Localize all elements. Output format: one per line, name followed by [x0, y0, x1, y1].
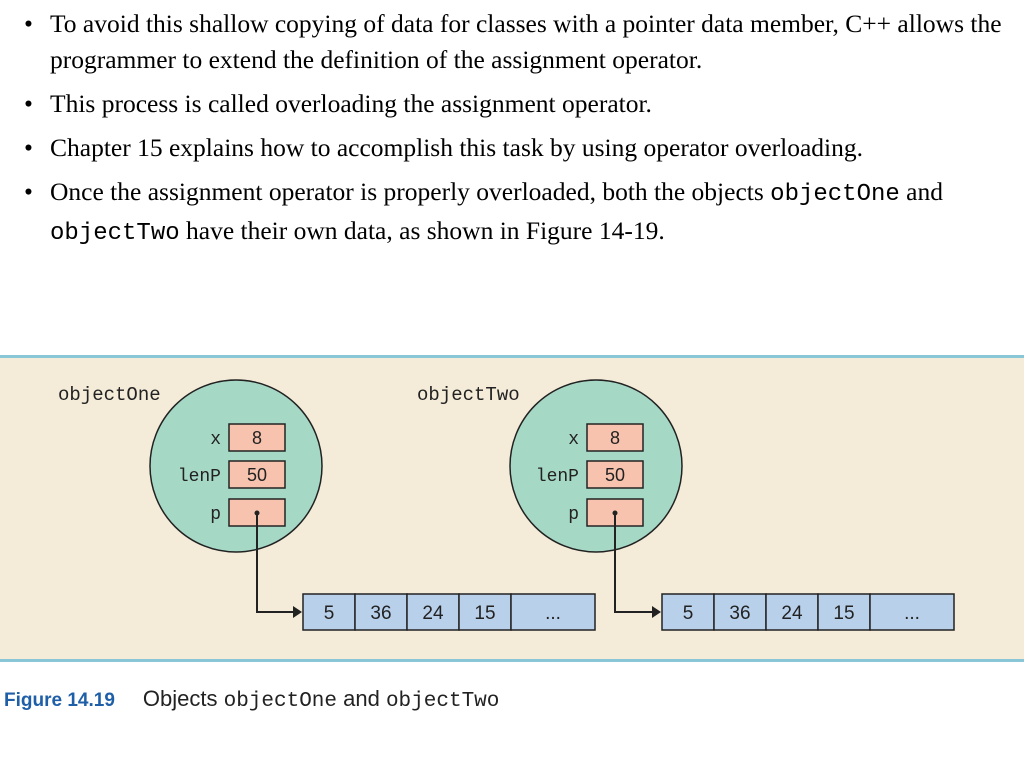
array-value: 24	[422, 603, 444, 624]
array-cell	[458, 593, 512, 631]
array-value: 5	[324, 603, 335, 624]
field-value: 50	[247, 465, 267, 485]
bullet-dot: •	[24, 9, 33, 38]
caption-text-mid: and	[337, 686, 386, 711]
bullet-text: To avoid this shallow copying of data fo…	[50, 9, 1002, 74]
array-value: 24	[781, 603, 803, 624]
arrow-head	[293, 606, 302, 618]
field-label: p	[210, 505, 221, 525]
figure-panel: objectOne x 8 lenP 50 p 5 36 24 15... objectTwo x 8 l…	[0, 355, 1024, 662]
bullet-text: Chapter 15 explains how to accomplish th…	[50, 133, 864, 162]
object-diagram: objectOne x 8 lenP 50 p 5 36 24 15... objectTwo x 8 l…	[58, 379, 955, 631]
pointer-arrow	[256, 513, 295, 613]
caption-code-two: objectTwo	[385, 690, 500, 713]
array-value: 36	[729, 603, 750, 624]
caption-text: Objects objectOne and objectTwo	[142, 686, 500, 713]
array-cell	[406, 593, 460, 631]
array-cell	[302, 593, 356, 631]
bullet-dot: •	[24, 89, 33, 118]
bullet-text: have their own data, as shown in Figure …	[179, 216, 665, 245]
bullet-text: Once the assignment operator is properly…	[50, 177, 771, 206]
bullet-item: • Chapter 15 explains how to accomplish t…	[22, 130, 1017, 166]
pointer-arrow	[614, 513, 654, 613]
field-label: p	[568, 505, 579, 525]
bullet-list: • To avoid this shallow copying of data f…	[22, 6, 1017, 260]
array-cell	[713, 593, 767, 631]
array-value: 36	[370, 603, 391, 624]
field-label: x	[210, 430, 221, 450]
bullet-item: • Once the assignment operator is properl…	[22, 174, 1017, 252]
code-object-one: objectOne	[770, 181, 900, 208]
field-value: 50	[605, 465, 625, 485]
array-cell	[661, 593, 715, 631]
field-label: lenP	[178, 467, 221, 487]
figure-caption: Figure 14.19 Objects objectOne and object…	[4, 686, 499, 716]
field-box	[586, 423, 644, 452]
array-cell	[510, 593, 596, 631]
array-cell	[354, 593, 408, 631]
field-box	[228, 423, 286, 452]
array-value: ...	[904, 603, 920, 624]
field-value: 8	[252, 428, 262, 448]
caption-text-before: Objects	[142, 686, 224, 711]
array-cell	[869, 593, 955, 631]
code-object-two: objectTwo	[50, 220, 180, 247]
caption-code-one: objectOne	[223, 690, 338, 713]
arrow-head	[652, 606, 661, 618]
bullet-item: • To avoid this shallow copying of data f…	[22, 6, 1017, 78]
array-value: 15	[474, 603, 495, 624]
object-name-label: objectOne	[58, 384, 161, 406]
field-box	[228, 460, 286, 489]
bullet-dot: •	[24, 177, 33, 206]
bullet-item: • This process is called overloading the …	[22, 86, 1017, 122]
bullet-text: and	[899, 177, 943, 206]
field-label: lenP	[536, 467, 579, 487]
bullet-text: This process is called overloading the a…	[50, 89, 652, 118]
array-value: 5	[683, 603, 694, 624]
bullet-dot: •	[24, 133, 33, 162]
array-cell	[817, 593, 871, 631]
array-value: ...	[545, 603, 561, 624]
object-name-label: objectTwo	[417, 384, 520, 406]
figure-number: Figure 14.19	[4, 690, 115, 711]
array-value: 15	[833, 603, 854, 624]
field-box	[586, 460, 644, 489]
field-label: x	[568, 430, 579, 450]
field-value: 8	[610, 428, 620, 448]
